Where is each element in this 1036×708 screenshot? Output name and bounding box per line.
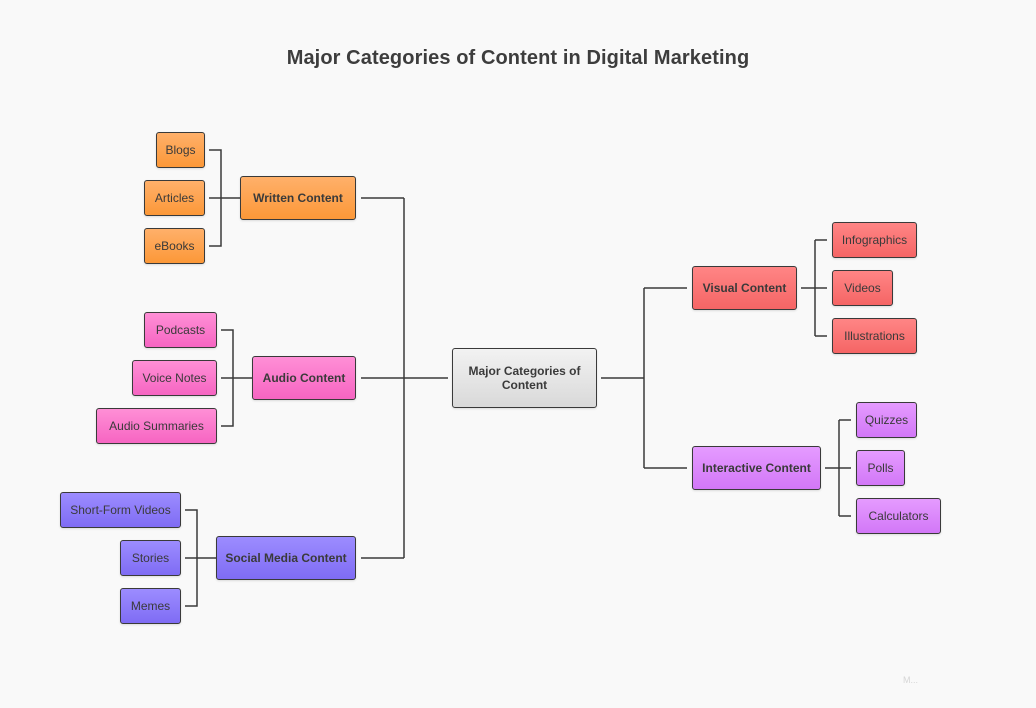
leaf-audio-summaries-label: Audio Summaries [109, 419, 204, 433]
category-audio-label: Audio Content [262, 371, 346, 385]
leaf-memes: Memes [120, 588, 181, 624]
leaf-illustrations: Illustrations [832, 318, 917, 354]
leaf-stories-label: Stories [131, 551, 170, 565]
leaf-stories: Stories [120, 540, 181, 576]
category-audio-content: Audio Content [252, 356, 356, 400]
leaf-calculators-label: Calculators [868, 509, 929, 523]
category-interactive-content: Interactive Content [692, 446, 821, 490]
leaf-voice-notes-label: Voice Notes [142, 371, 207, 385]
leaf-podcasts-label: Podcasts [155, 323, 206, 337]
root-node: Major Categories of Content [452, 348, 597, 408]
diagram-title: Major Categories of Content in Digital M… [286, 47, 750, 69]
leaf-quizzes-label: Quizzes [864, 413, 909, 427]
leaf-memes-label: Memes [130, 599, 171, 613]
category-written-label: Written Content [253, 191, 343, 205]
root-label: Major Categories of Content [468, 364, 581, 392]
leaf-quizzes: Quizzes [856, 402, 917, 438]
watermark: M... [903, 675, 918, 685]
leaf-articles: Articles [144, 180, 205, 216]
leaf-ebooks: eBooks [144, 228, 205, 264]
category-social-media-content: Social Media Content [216, 536, 356, 580]
category-written-content: Written Content [240, 176, 356, 220]
leaf-polls-label: Polls [867, 461, 894, 475]
leaf-illustrations-label: Illustrations [844, 329, 905, 343]
category-visual-label: Visual Content [702, 281, 787, 295]
leaf-voice-notes: Voice Notes [132, 360, 217, 396]
leaf-infographics: Infographics [832, 222, 917, 258]
connector-visual-bracket [801, 239, 827, 337]
leaf-videos-label: Videos [844, 281, 881, 295]
connector-social-bracket [185, 509, 216, 607]
leaf-calculators: Calculators [856, 498, 941, 534]
category-interactive-label: Interactive Content [702, 461, 811, 475]
leaf-articles-label: Articles [154, 191, 195, 205]
leaf-ebooks-label: eBooks [154, 239, 195, 253]
leaf-podcasts: Podcasts [144, 312, 217, 348]
leaf-infographics-label: Infographics [841, 233, 908, 247]
leaf-videos: Videos [832, 270, 893, 306]
leaf-audio-summaries: Audio Summaries [96, 408, 217, 444]
connector-written-bracket [209, 149, 240, 247]
category-visual-content: Visual Content [692, 266, 797, 310]
connector-interactive-bracket [825, 419, 851, 517]
leaf-polls: Polls [856, 450, 905, 486]
leaf-short-form-videos-label: Short-Form Videos [70, 503, 171, 517]
connector-audio-bracket [221, 329, 252, 427]
leaf-short-form-videos: Short-Form Videos [60, 492, 181, 528]
category-social-label: Social Media Content [225, 551, 347, 565]
leaf-blogs-label: Blogs [165, 143, 196, 157]
leaf-blogs: Blogs [156, 132, 205, 168]
